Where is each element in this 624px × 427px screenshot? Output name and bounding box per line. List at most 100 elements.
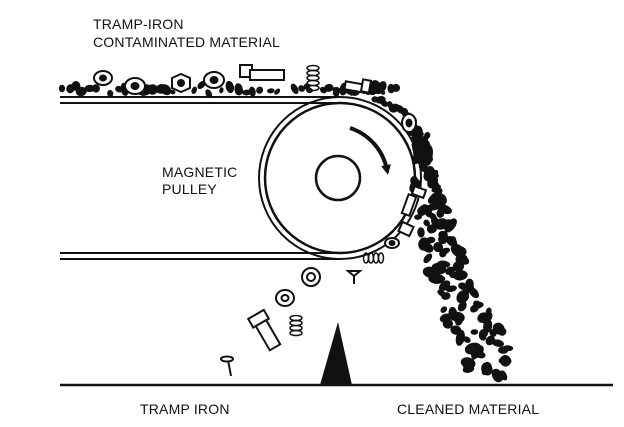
material-lump — [478, 332, 487, 341]
washer-icon — [384, 237, 400, 249]
washer-icon — [301, 267, 321, 287]
material-lump — [456, 290, 470, 304]
material-lump — [491, 368, 503, 383]
material-lump — [191, 86, 197, 94]
nut-icon — [397, 220, 415, 238]
pulley-label-line2: PULLEY — [162, 181, 217, 197]
material-lump — [427, 196, 435, 204]
material-lump — [147, 84, 158, 95]
material-lump — [457, 301, 467, 312]
material-lump — [442, 318, 453, 329]
tramp-iron-label: TRAMP IRON — [140, 401, 230, 417]
material-lump — [417, 227, 425, 238]
material-lump — [298, 85, 305, 92]
bolt-icon — [343, 78, 373, 94]
material-lump — [107, 90, 114, 97]
material-lump — [235, 88, 244, 96]
material-lump — [324, 83, 334, 92]
material-lump — [433, 242, 444, 253]
magnetic-pulley — [258, 96, 422, 260]
material-lump — [468, 287, 479, 299]
bolt-icon — [239, 64, 285, 81]
material-lump — [444, 218, 457, 233]
material-lump — [443, 292, 451, 300]
material-lump — [431, 184, 441, 193]
spring-icon — [362, 252, 385, 264]
falling-tramp-iron — [220, 267, 321, 377]
material-lump — [502, 357, 512, 365]
bolt-icon — [246, 308, 282, 352]
material-lump — [438, 234, 448, 245]
material-lump — [414, 214, 423, 220]
washer-icon — [124, 77, 146, 95]
nut-icon — [171, 72, 191, 94]
material-lump — [498, 327, 507, 336]
material-lump — [256, 86, 264, 94]
material-lump — [455, 329, 465, 346]
material-lump — [434, 218, 449, 230]
material-lump — [470, 329, 479, 335]
material-lump — [332, 91, 340, 97]
spring-icon — [289, 314, 303, 337]
tramp-iron-on-belt — [93, 64, 417, 133]
material-lump — [445, 266, 455, 275]
material-lump — [470, 304, 479, 313]
material-lump — [463, 336, 471, 344]
material-lump — [489, 329, 497, 337]
material-lump — [58, 84, 66, 93]
splitter — [320, 322, 352, 385]
washer-icon — [401, 113, 417, 133]
material-lump — [440, 306, 448, 313]
material-lump — [439, 247, 451, 255]
material-lump — [463, 362, 474, 371]
material-lump — [391, 83, 401, 92]
material-lump — [418, 161, 428, 170]
material-lump — [380, 100, 389, 107]
material-lump — [445, 285, 457, 293]
material-lump — [423, 219, 430, 227]
material-lump — [248, 86, 256, 97]
pulley-shaft — [314, 154, 362, 202]
material-lump — [290, 83, 299, 94]
washer-icon — [93, 70, 113, 86]
material-lump — [379, 89, 386, 95]
material-lump — [475, 351, 486, 359]
washer-icon — [275, 289, 295, 307]
material-lump — [410, 135, 420, 144]
material-lump — [205, 89, 213, 99]
material-lump — [428, 171, 439, 179]
material-lump — [91, 84, 100, 93]
material-lump — [417, 205, 428, 216]
material-lump — [267, 88, 275, 94]
material-lump — [423, 253, 433, 264]
material-lump — [481, 367, 489, 376]
conveyor-belt — [60, 96, 340, 260]
material-lump — [491, 339, 504, 347]
material-lump — [274, 88, 281, 95]
nail-icon — [345, 270, 363, 284]
material-lump — [421, 242, 434, 253]
material-lump — [455, 246, 467, 256]
material-lump — [426, 224, 437, 234]
material-lump — [163, 87, 169, 93]
tramp-iron-on-pulley — [345, 184, 428, 284]
cleaned-material-label: CLEANED MATERIAL — [397, 401, 539, 417]
feed-label-line2: CONTAMINATED MATERIAL — [93, 34, 280, 50]
pulley-label-line1: MAGNETIC — [162, 164, 238, 180]
material-lump — [436, 208, 445, 218]
material-lump — [428, 273, 445, 284]
material-lump — [75, 86, 87, 97]
material-lump — [452, 270, 468, 281]
material-lump — [455, 314, 464, 326]
nail-icon — [220, 355, 234, 377]
material-lump — [169, 89, 176, 95]
washer-icon — [203, 71, 225, 89]
material-lump — [424, 131, 431, 140]
material-lump — [368, 86, 378, 95]
bolt-icon — [400, 184, 428, 218]
material-lump — [225, 80, 235, 94]
material-lump — [219, 87, 224, 94]
spring-icon — [306, 64, 320, 92]
